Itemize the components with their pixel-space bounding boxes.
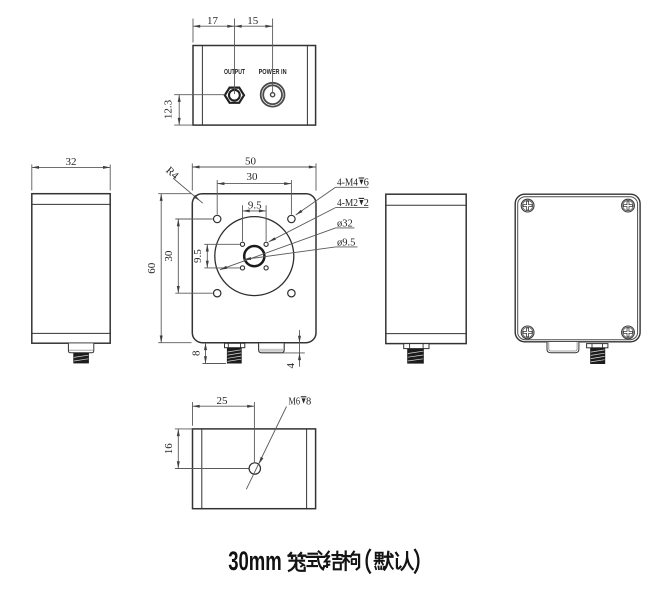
svg-text:8: 8 bbox=[306, 396, 311, 407]
svg-text:60: 60 bbox=[146, 262, 158, 274]
svg-text:30mm: 30mm bbox=[228, 546, 282, 576]
svg-text:4-M4: 4-M4 bbox=[337, 178, 359, 189]
svg-text:25: 25 bbox=[217, 395, 229, 407]
svg-text:ø32: ø32 bbox=[337, 218, 353, 229]
svg-text:12.3: 12.3 bbox=[162, 99, 174, 119]
svg-text:4-M2: 4-M2 bbox=[337, 198, 358, 209]
svg-text:6: 6 bbox=[364, 178, 369, 189]
svg-text:16: 16 bbox=[163, 443, 175, 455]
svg-text:32: 32 bbox=[66, 156, 77, 168]
svg-text:50: 50 bbox=[245, 155, 257, 167]
svg-text:M6: M6 bbox=[289, 396, 301, 407]
svg-text:17: 17 bbox=[207, 15, 219, 27]
svg-text:2: 2 bbox=[364, 198, 369, 209]
svg-text:9.5: 9.5 bbox=[248, 200, 262, 212]
svg-text:30: 30 bbox=[163, 250, 175, 262]
svg-text:ø9.5: ø9.5 bbox=[337, 238, 355, 249]
svg-text:15: 15 bbox=[247, 15, 258, 27]
svg-text:8: 8 bbox=[190, 350, 202, 356]
svg-text:9.5: 9.5 bbox=[192, 249, 204, 263]
svg-text:4: 4 bbox=[285, 363, 297, 369]
svg-text:30: 30 bbox=[247, 171, 259, 183]
